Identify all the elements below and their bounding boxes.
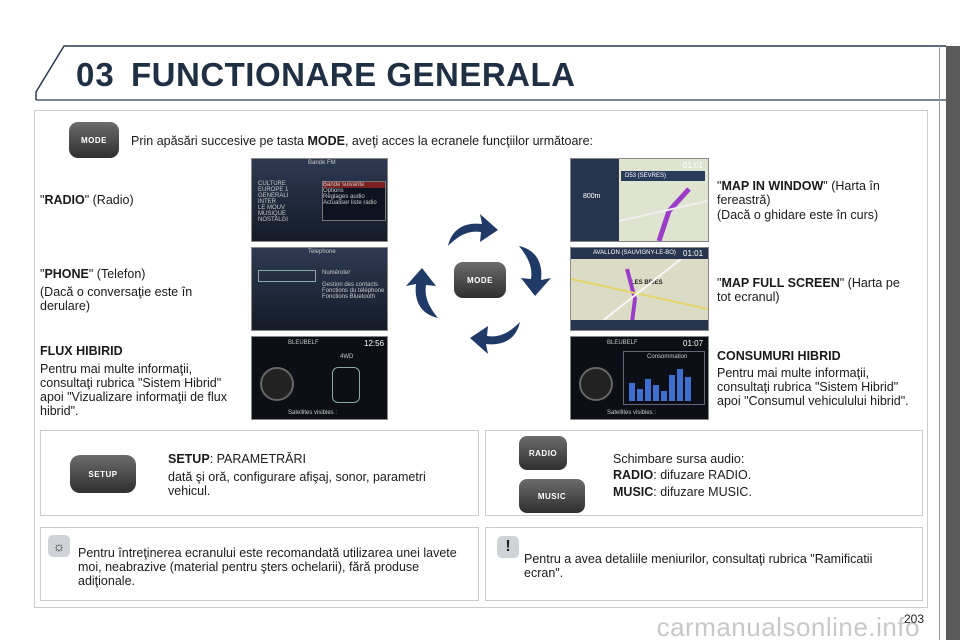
side-rule — [939, 46, 940, 640]
warning-text: Pentru a avea detaliile meniurilor, cons… — [524, 552, 873, 580]
source-radio: RADIO: difuzare RADIO. — [613, 468, 752, 482]
radio-list-item: INTER — [258, 199, 276, 205]
map-full-top-bar — [571, 248, 708, 259]
setup-button-icon: SETUP — [70, 455, 136, 493]
flux-body: Pentru mai multe informaţii, consultaţi … — [40, 362, 227, 418]
map-full-bottom-bar — [571, 320, 708, 330]
watermark: carmanualsonline.info — [656, 612, 920, 642]
phone-list-item: Gestion des contacts — [322, 282, 379, 288]
main-panel — [34, 110, 928, 608]
map-window-road-banner — [621, 171, 705, 181]
radio-list-item: EUROPE 1 — [258, 187, 289, 193]
source-music: MUSIC: difuzare MUSIC. — [613, 485, 752, 499]
flux-compass — [260, 367, 294, 401]
phone-label: "PHONE" (Telefon) — [40, 267, 146, 281]
screen-consum: BLEUBELF 01:07 Consommation Satellites v… — [570, 336, 709, 420]
radio-menu-item: Options — [323, 188, 344, 194]
setup-body: dată şi oră, configurare afişaj, sonor, … — [168, 470, 426, 498]
screen-map-full-time: 01:01 — [683, 249, 704, 258]
mode-button-center-icon: MODE — [454, 262, 506, 298]
radio-label: "RADIO" (Radio) — [40, 193, 134, 207]
screen-flux-sat: Satellites visibles : — [288, 410, 338, 416]
screen-phone-list: Numéroter Gestion des contacts Fonctions… — [322, 270, 384, 300]
map-window-left — [571, 159, 619, 241]
screen-flux: BLEUBELF 12:56 4WD Satellites visibles : — [251, 336, 388, 420]
cycle-arrow-top-icon — [448, 214, 498, 246]
flux-car — [332, 367, 360, 403]
map-window-label: "MAP IN WINDOW" (Harta în fereastră) — [717, 179, 880, 207]
screen-map-window-dist: 800m — [583, 193, 601, 200]
screen-flux-time: 12:56 — [364, 339, 385, 348]
header-frame — [35, 45, 946, 101]
phone-list-item: Numéroter — [322, 270, 351, 276]
side-tab — [946, 46, 960, 640]
screen-map-full: AVALLON (SAUVIGNY-LE-BO) 01:01 LES BRIES — [570, 247, 709, 331]
page-title: FUNCTIONARE GENERALA — [131, 56, 576, 93]
screen-phone-title: Telephone — [308, 249, 336, 255]
cycle-arrow-right-icon — [519, 246, 551, 296]
radio-menu-item: Actualiser liste radio — [323, 200, 377, 206]
map-window-route — [619, 187, 708, 241]
setup-title: SETUP: PARAMETRĂRI — [168, 452, 306, 466]
screen-radio-menu: Bande suivante Options Réglages audio Ac… — [322, 181, 386, 221]
radio-button-icon: RADIO — [519, 436, 567, 470]
music-button-icon: MUSIC — [519, 479, 585, 513]
screen-map-window: 01:01 D53 (SEVRES) 800m — [570, 158, 709, 242]
radio-menu-item: Réglages audio — [323, 194, 365, 200]
map-window-note: (Dacă o ghidare este în curs) — [717, 208, 879, 222]
mode-button-icon: MODE — [69, 122, 119, 158]
cycle-arrow-left-icon — [406, 268, 438, 318]
map-full-label: "MAP FULL SCREEN" (Harta pe tot ecranul) — [717, 276, 900, 304]
screen-flux-name: BLEUBELF — [288, 340, 319, 346]
warning-panel — [485, 527, 923, 601]
sun-tip-icon: ☼ — [48, 535, 70, 557]
source-line1: Schimbare sursa audio: — [613, 452, 745, 466]
tip-text: Pentru întreţinerea ecranului este recom… — [78, 546, 457, 588]
consum-title: CONSUMURI HIBRID — [717, 349, 841, 363]
screen-consum-time: 01:07 — [683, 339, 704, 348]
screen-map-full-place: LES BRIES — [631, 280, 663, 286]
chapter-number: 03 — [76, 56, 115, 93]
consum-bars — [629, 369, 691, 401]
radio-list-item: MUSIQUE — [258, 211, 287, 217]
screen-radio-title: Bande FM — [308, 160, 336, 166]
screen-map-window-road: D53 (SEVRES) — [625, 173, 667, 179]
screen-phone-call-box — [258, 270, 316, 282]
consum-chart-box — [623, 351, 705, 405]
radio-list-item: GENERALI — [258, 193, 289, 199]
tip-panel — [40, 527, 479, 601]
radio-menu-item: Bande suivante — [323, 182, 385, 188]
screen-phone: Telephone Numéroter Gestion des contacts… — [251, 247, 388, 331]
phone-list-item: Fonctions du téléphone — [322, 288, 385, 294]
intro-text: Prin apăsări succesive pe tasta MODE, av… — [131, 134, 594, 148]
radio-list-item: LE MOUV — [258, 205, 286, 211]
screen-consum-name: BLEUBELF — [607, 340, 638, 346]
consum-body: Pentru mai multe informaţii, consultaţi … — [717, 366, 909, 408]
screen-consum-sat: Satellites visibles : — [607, 410, 657, 416]
screen-map-full-road: AVALLON (SAUVIGNY-LE-BO) — [593, 250, 676, 256]
page-number: 203 — [904, 612, 925, 626]
phone-list-item: Fonctions Bluetooth — [322, 294, 376, 300]
screen-consum-label: Consommation — [647, 354, 688, 360]
warning-icon: ! — [497, 536, 519, 558]
consum-compass — [579, 367, 613, 401]
map-full-route — [571, 259, 708, 330]
screen-radio: Bande FM CULTURE EUROPE 1 GENERALI INTER… — [251, 158, 388, 242]
radio-list-item: NOSTALGI — [258, 217, 288, 223]
screen-radio-list: CULTURE EUROPE 1 GENERALI INTER LE MOUV … — [258, 181, 308, 223]
screen-flux-mode: 4WD — [340, 354, 354, 360]
cycle-arrow-bottom-icon — [470, 322, 520, 354]
flux-title: FLUX HIBIRID — [40, 344, 123, 358]
radio-list-item: CULTURE — [258, 181, 286, 187]
screen-map-window-time: 01:01 — [683, 161, 704, 170]
phone-note: (Dacă o conversaţie este în derulare) — [40, 285, 193, 313]
